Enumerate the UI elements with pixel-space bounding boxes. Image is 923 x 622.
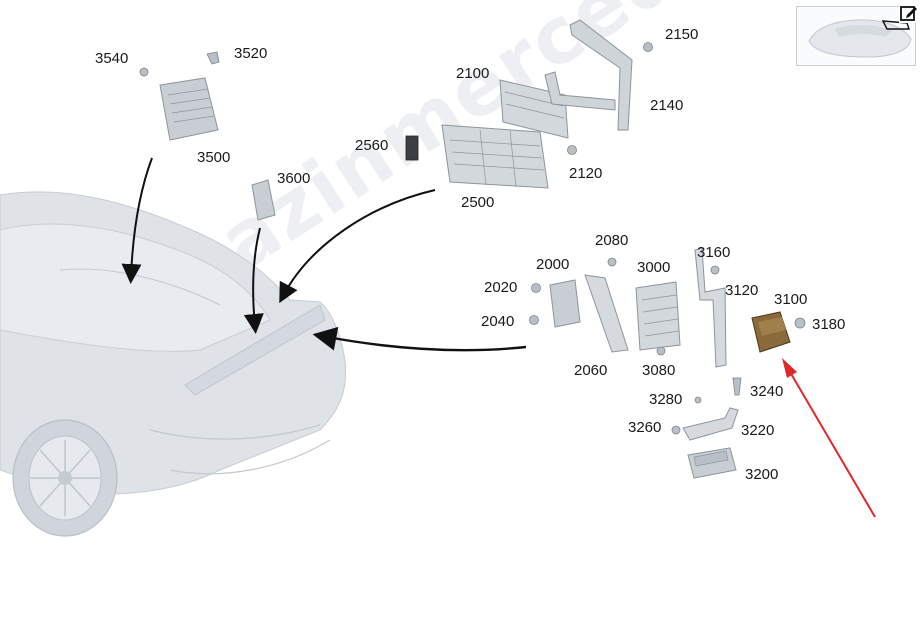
callout-3240[interactable]: 3240 <box>750 383 783 400</box>
car-rear-illustration <box>0 191 347 537</box>
highlight-indicator-arrow <box>782 358 876 518</box>
part-screw-3240 <box>732 377 742 396</box>
callout-2100[interactable]: 2100 <box>456 65 489 82</box>
callout-3220[interactable]: 3220 <box>741 422 774 439</box>
callout-3080[interactable]: 3080 <box>642 362 675 379</box>
edit-button[interactable] <box>899 3 919 23</box>
callout-labels: 3540 3520 3500 3600 2560 2500 2100 2150 … <box>95 26 845 483</box>
overview-thumbnail[interactable] <box>796 6 916 66</box>
callout-2560[interactable]: 2560 <box>355 137 388 154</box>
callout-3260[interactable]: 3260 <box>628 419 661 436</box>
car-thumbnail-icon <box>808 19 912 58</box>
part-control-unit-3000 <box>635 281 681 351</box>
part-nut-2020 <box>531 283 541 293</box>
callout-3540[interactable]: 3540 <box>95 50 128 67</box>
part-bracket-2060 <box>584 274 629 353</box>
part-bracket-3220 <box>682 407 739 441</box>
part-nut-2150 <box>643 42 653 52</box>
callout-2040[interactable]: 2040 <box>481 313 514 330</box>
part-nut-2120 <box>567 145 577 155</box>
part-housing-3200 <box>687 447 737 479</box>
part-nut-3160 <box>710 265 720 275</box>
callout-2120[interactable]: 2120 <box>569 165 602 182</box>
part-relay-2560 <box>405 135 419 161</box>
callout-2500[interactable]: 2500 <box>461 194 494 211</box>
callout-3500[interactable]: 3500 <box>197 149 230 166</box>
part-screw-3280 <box>694 396 702 404</box>
part-nut-3260 <box>671 425 681 435</box>
callout-2060[interactable]: 2060 <box>574 362 607 379</box>
part-nut-3540 <box>139 67 149 77</box>
part-nut-2080 <box>607 257 617 267</box>
part-clip-3520 <box>206 51 220 65</box>
part-module-3600 <box>251 179 276 221</box>
assembly-arrows <box>121 157 527 352</box>
callout-3280[interactable]: 3280 <box>649 391 682 408</box>
callout-3000[interactable]: 3000 <box>637 259 670 276</box>
part-nut-3080 <box>656 346 666 356</box>
callout-3100[interactable]: 3100 <box>774 291 807 308</box>
part-bracket-2140 <box>544 19 633 131</box>
callout-2080[interactable]: 2080 <box>595 232 628 249</box>
part-control-unit-3100-highlighted[interactable] <box>751 311 791 353</box>
callout-3120[interactable]: 3120 <box>725 282 758 299</box>
callout-3180[interactable]: 3180 <box>812 316 845 333</box>
part-module-2000 <box>549 279 581 328</box>
callout-2140[interactable]: 2140 <box>650 97 683 114</box>
callout-3200[interactable]: 3200 <box>745 466 778 483</box>
edit-pencil-icon <box>900 6 917 21</box>
part-bracket-3120 <box>694 247 727 368</box>
callout-3600[interactable]: 3600 <box>277 170 310 187</box>
callout-3520[interactable]: 3520 <box>234 45 267 62</box>
callout-2020[interactable]: 2020 <box>484 279 517 296</box>
part-nut-3180 <box>794 317 806 329</box>
part-nut-2040 <box>529 315 539 325</box>
callout-3160[interactable]: 3160 <box>697 244 730 261</box>
part-fuse-box-2500 <box>441 124 549 189</box>
callout-2000[interactable]: 2000 <box>536 256 569 273</box>
callout-2150[interactable]: 2150 <box>665 26 698 43</box>
part-control-unit-3500 <box>159 77 219 141</box>
